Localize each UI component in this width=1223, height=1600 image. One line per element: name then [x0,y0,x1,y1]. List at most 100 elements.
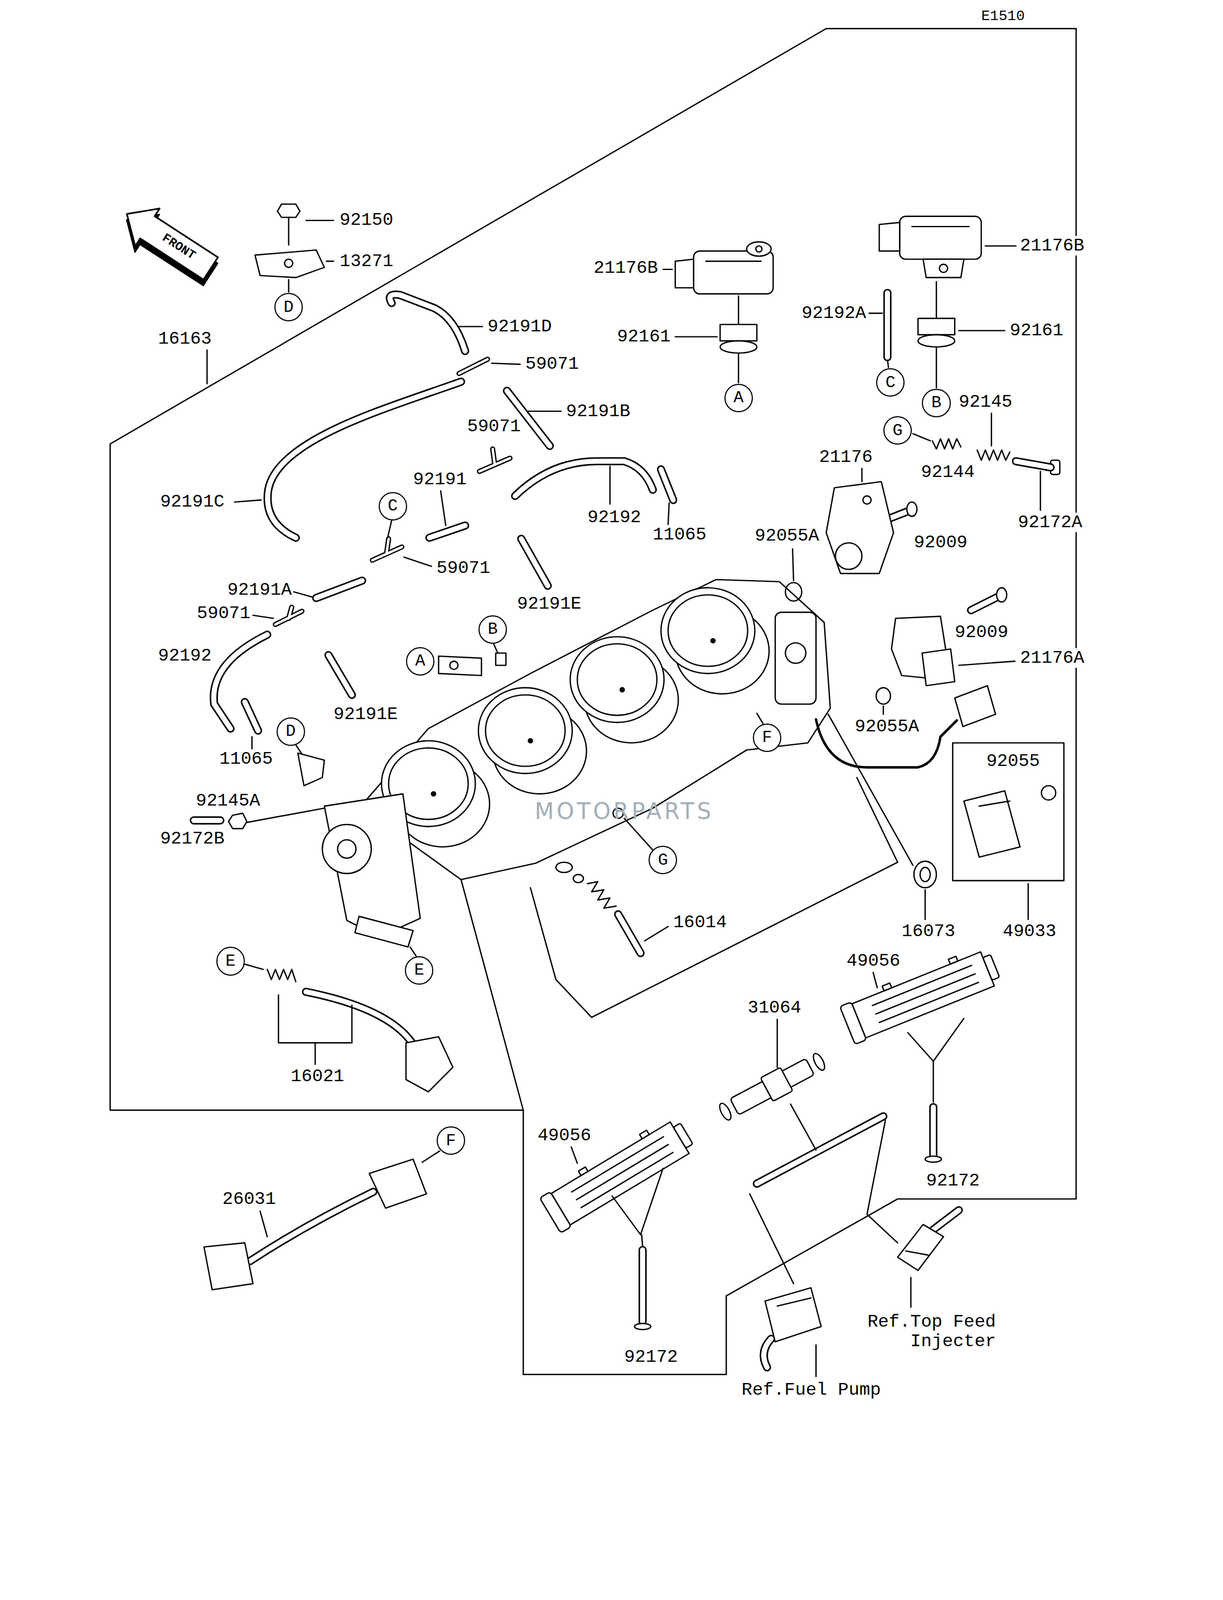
line-work [777,1297,811,1307]
hose [194,815,221,825]
throttle-body [450,660,459,670]
callout-number: 49056 [845,950,902,971]
bolt-and-plate [254,249,325,278]
throttle-sensor [862,495,872,505]
hose [929,1107,938,1155]
fuel-rail [948,955,959,964]
sensor-lead [267,969,296,982]
line-work [958,660,1015,665]
idle-screw-set [587,881,617,908]
callout-number: 92191A [226,579,293,600]
line-work [244,963,264,969]
line-work [259,1210,268,1237]
fuel-joint [717,1101,733,1122]
line-work [912,433,931,441]
callout-number: 92192 [586,507,643,528]
callout-number: 92172 [925,1170,981,1191]
hose [521,538,549,586]
line-work [979,800,1010,806]
throttle-body [297,752,325,786]
line-work [440,490,446,526]
fuel-rail [882,982,892,991]
hose [933,1209,960,1230]
reference-circle: E [216,946,245,975]
throttle-body [359,579,831,880]
line-work [278,994,352,1043]
pressure-sensor [911,225,969,227]
callout-number: 92191 [412,469,468,490]
hose [194,292,1051,1367]
callout-number: 92172 [622,1346,679,1367]
hose [885,292,891,357]
reference-letter: C [885,374,896,391]
pressure-sensor [693,250,774,294]
line-work [293,591,313,597]
reference-circle: E [404,955,434,985]
line-work [1039,471,1041,511]
line-work [925,1155,942,1162]
callout-number: 21176A [1018,648,1086,668]
callout-number: 16014 [672,912,728,932]
line-work [668,503,670,525]
line-work [493,643,498,653]
idle-screw-set [556,862,617,908]
throttle-sensor [835,542,863,570]
bolt-and-plate [287,279,289,292]
hose [267,381,462,538]
bolt-and-plate [284,259,293,268]
throttle-body [495,653,506,666]
idle-screw-set [573,874,584,883]
hose [660,469,674,500]
callout-number: 92009 [912,532,969,553]
line-work [963,790,1021,858]
throttle-body [775,611,816,704]
fuel-rail [639,1129,650,1139]
hose [389,294,466,351]
pressure-sensor [675,259,694,288]
hose-tee [458,359,488,374]
line-work [644,926,669,941]
line-work [958,329,1005,331]
line-work [228,813,248,829]
line-work [403,557,432,567]
line-work [932,438,961,449]
hose [306,991,413,1043]
hose [306,991,413,1043]
throttle-body [620,687,625,692]
hose [638,1249,647,1322]
reference-letter: E [225,952,236,970]
bolt-and-plate [277,204,300,218]
hose [244,701,259,731]
line-work [251,736,253,749]
throttle-body [297,579,831,947]
throttle-sensor [826,481,894,574]
line-work [422,1150,440,1162]
hose [640,1249,646,1322]
hose-tee [492,448,495,464]
callout-number: 92191D [486,316,553,337]
hose [328,654,352,695]
throttle-body [431,791,436,796]
callout-number: 92145 [957,392,1014,412]
line-work [663,268,673,270]
line-work [867,1119,898,1242]
hose [764,1338,772,1367]
reference-circle: F [436,1125,466,1155]
line-work [675,335,718,337]
watermark: MOTORPARTS [533,798,715,824]
callout-number: 31064 [746,997,803,1018]
pressure-sensor [879,216,982,347]
reference-letter: B [931,394,942,412]
hose-tee [458,359,488,374]
line-work [828,713,913,865]
line-work [609,466,611,505]
throttle-sensor [996,587,1007,603]
callout-number: 92172A [1016,512,1084,533]
reference-circle: F [752,723,782,752]
inset-box [952,742,1064,881]
pressure-sensor [719,340,757,354]
line-work [749,1193,794,1284]
reference-circle: A [405,646,435,676]
fuel-rail [839,1001,867,1044]
fuel-joint [715,1047,829,1125]
